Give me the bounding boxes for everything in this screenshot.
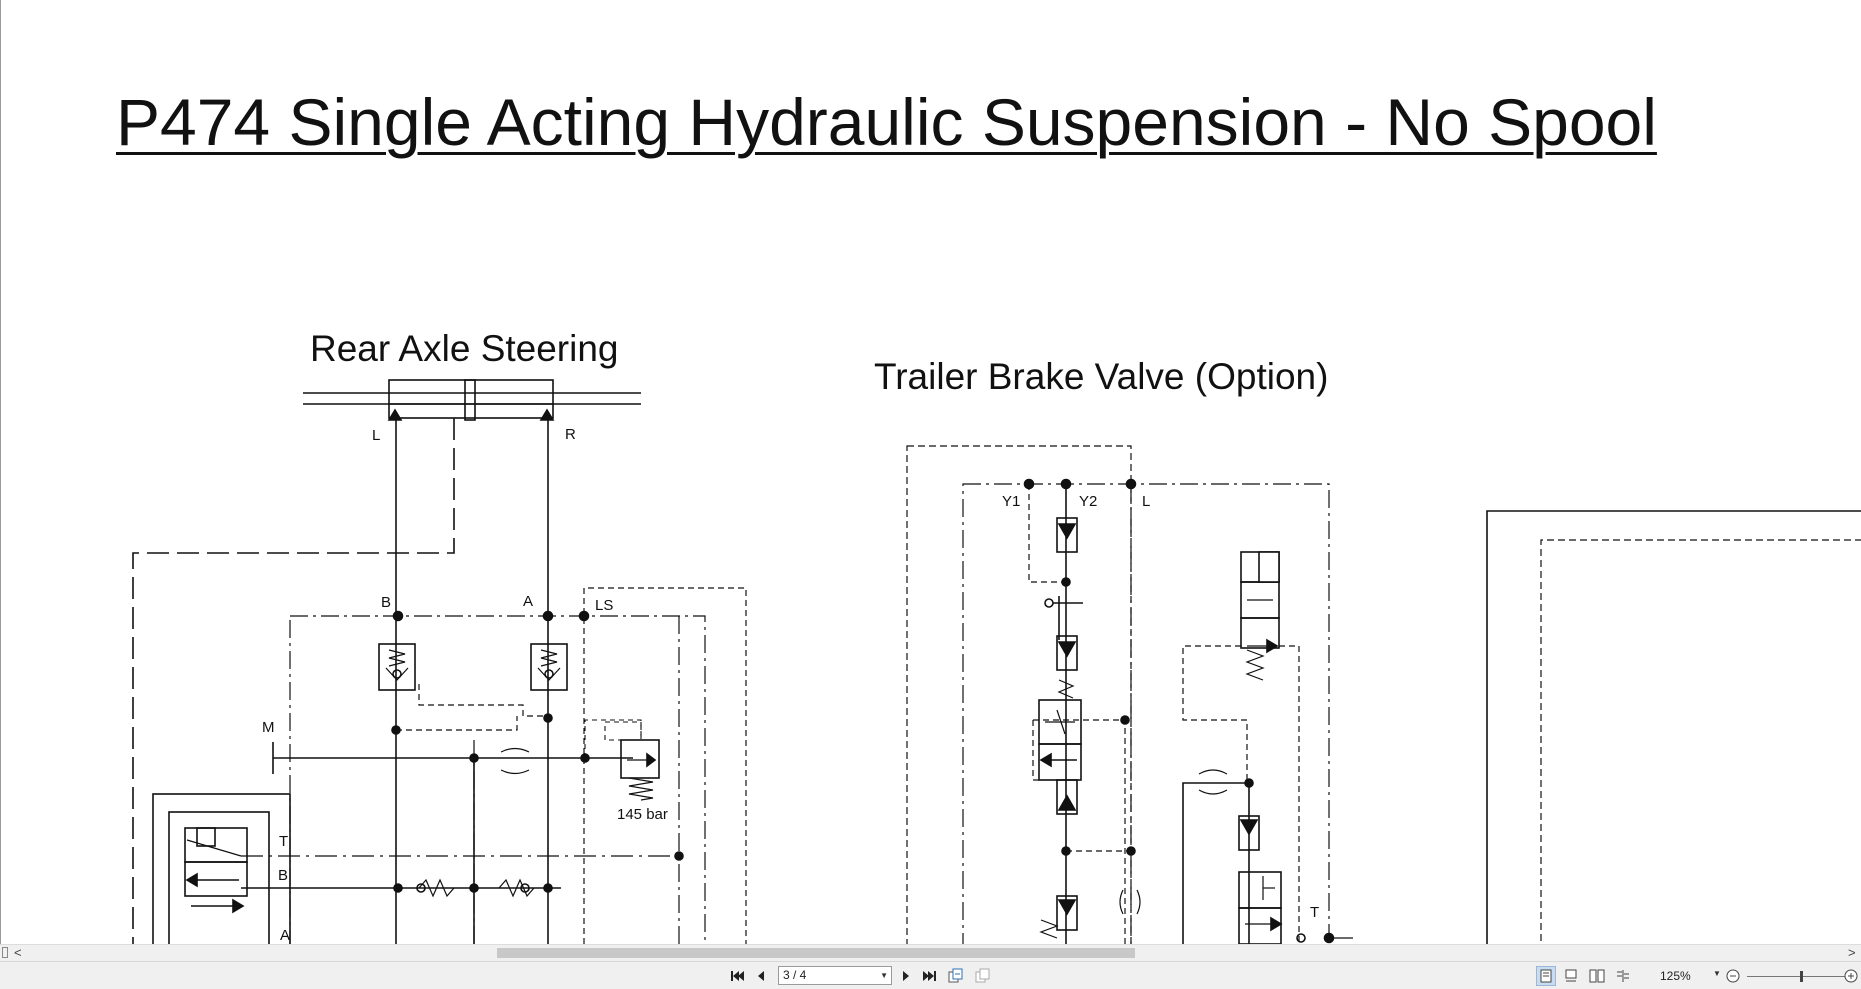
next-page-icon (903, 971, 909, 981)
scroll-corner (2, 947, 8, 958)
status-bar: 3 / 4 ▼ 125% ▼ (0, 961, 1861, 989)
zoom-out-button[interactable] (1724, 967, 1742, 985)
first-page-icon (731, 971, 744, 981)
horizontal-scrollbar[interactable]: < > (0, 944, 1861, 961)
delete-page-icon (975, 968, 990, 983)
port-label-b-left: B (278, 867, 289, 884)
zoom-level[interactable]: 125% (1660, 969, 1691, 983)
insert-page-button[interactable] (946, 967, 964, 985)
steering-cylinder (303, 379, 641, 421)
chevron-down-icon: ▼ (880, 971, 888, 980)
section-title-trailer-brake-valve: Trailer Brake Valve (Option) (874, 356, 1329, 397)
port-label-l-right: L (1142, 493, 1151, 510)
single-page-view-button[interactable] (1536, 966, 1556, 986)
port-label-r: R (565, 426, 576, 443)
right-section-frame (1486, 510, 1861, 944)
steering-lines (132, 418, 747, 944)
zoom-in-button[interactable] (1842, 967, 1860, 985)
section-title-rear-axle-steering: Rear Axle Steering (310, 328, 619, 369)
scroll-right-arrow[interactable]: > (1848, 945, 1856, 960)
zoom-slider[interactable] (1747, 976, 1845, 977)
continuous-view-button[interactable] (1561, 966, 1581, 986)
port-label-m: M (262, 719, 275, 736)
port-label-t-right: T (1310, 904, 1320, 921)
document-viewport[interactable]: P474 Single Acting Hydraulic Suspension … (0, 0, 1861, 944)
two-page-icon (1589, 969, 1605, 983)
hydraulic-schematic (132, 379, 1861, 944)
port-label-y2: Y2 (1079, 493, 1098, 510)
zoom-in-icon (1844, 969, 1858, 983)
port-label-ls: LS (595, 597, 614, 614)
last-page-icon (923, 971, 936, 981)
port-label-y1: Y1 (1002, 493, 1021, 510)
port-label-a-left: A (280, 927, 291, 944)
continuous-page-icon (1565, 969, 1577, 982)
zoom-slider-thumb[interactable] (1799, 971, 1803, 982)
port-label-t-left: T (279, 833, 289, 850)
zoom-dropdown-icon[interactable]: ▼ (1713, 969, 1721, 978)
last-page-button[interactable] (921, 967, 939, 985)
scroll-thumb[interactable] (497, 948, 1135, 958)
port-label-l: L (372, 427, 381, 444)
page-indicator: 3 / 4 (783, 968, 807, 982)
book-view-button[interactable] (1613, 966, 1633, 986)
two-page-view-button[interactable] (1587, 966, 1607, 986)
relief-pressure-label: 145 bar (617, 806, 668, 823)
document-title: P474 Single Acting Hydraulic Suspension … (116, 85, 1657, 159)
trailer-brake-valve (906, 445, 1353, 944)
delete-page-button[interactable] (973, 967, 991, 985)
prev-page-icon (758, 971, 764, 981)
zoom-out-icon (1726, 969, 1740, 983)
single-page-icon (1540, 969, 1552, 983)
port-label-b: B (381, 594, 392, 611)
prev-page-button[interactable] (752, 967, 770, 985)
first-page-button[interactable] (728, 967, 746, 985)
page-number-select[interactable]: 3 / 4 ▼ (778, 966, 892, 985)
insert-page-icon (948, 968, 963, 983)
book-view-icon (1617, 970, 1629, 982)
port-label-a: A (523, 593, 534, 610)
scroll-left-arrow[interactable]: < (14, 945, 22, 960)
next-page-button[interactable] (897, 967, 915, 985)
